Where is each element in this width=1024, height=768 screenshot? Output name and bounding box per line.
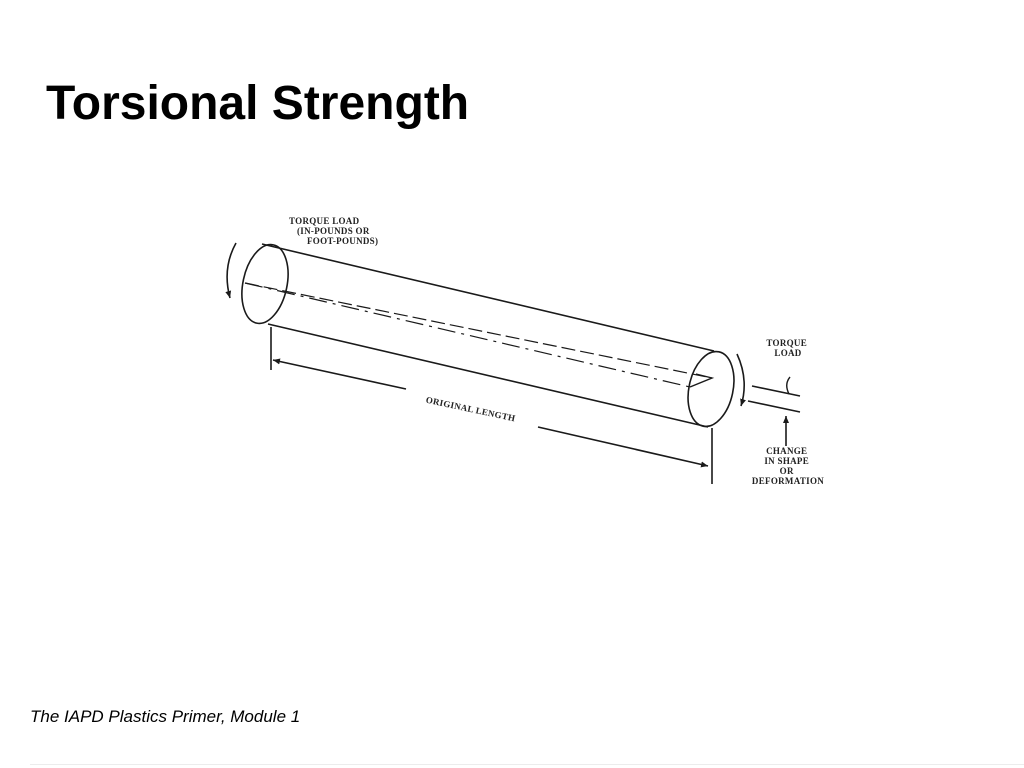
- change-in-shape-label: CHANGE IN SHAPE OR DEFORMATION: [752, 446, 824, 486]
- deformation-line-upper: [751, 385, 801, 397]
- right-torque-arrow-icon: [736, 353, 746, 407]
- twist-notch: [689, 373, 715, 388]
- cylinder-bar: [241, 243, 735, 428]
- cylinder-bottom-edge: [267, 323, 709, 428]
- torque-load-left-line-3: FOOT-POUNDS): [307, 236, 378, 246]
- deformation-line-lower: [747, 400, 801, 413]
- change-in-shape-line-4: DEFORMATION: [752, 476, 824, 486]
- cylinder-right-end: [687, 350, 735, 428]
- change-in-shape-line-1: CHANGE: [766, 446, 807, 456]
- twisted-line: [244, 282, 713, 379]
- cylinder-top-edge: [261, 243, 715, 352]
- torque-load-left-line-1: TORQUE LOAD: [289, 216, 360, 226]
- reference-lines: [244, 282, 715, 388]
- dimension-arrow-left-icon: [272, 358, 407, 390]
- torque-load-left-label: TORQUE LOAD (IN-POUNDS OR FOOT-POUNDS): [289, 216, 378, 246]
- deformation-torque-mark-icon: [786, 376, 791, 395]
- original-length-label: ORIGINAL LENGTH: [425, 395, 516, 424]
- torque-load-right-label: TORQUE LOAD: [766, 338, 809, 358]
- original-line: [244, 282, 691, 388]
- dimension-arrow-right-icon: [537, 426, 709, 468]
- cylinder-left-end: [241, 243, 289, 325]
- torque-load-right-line-1: TORQUE: [766, 338, 807, 348]
- slide-title: Torsional Strength: [46, 77, 470, 130]
- change-in-shape-line-3: OR: [780, 466, 794, 476]
- deformation-indicator: [747, 376, 801, 446]
- torque-load-right-line-2: LOAD: [774, 348, 801, 358]
- original-length-dimension: [270, 327, 713, 484]
- bottom-divider: [30, 764, 1024, 765]
- left-torque-arrow-icon: [225, 242, 237, 299]
- change-in-shape-line-2: IN SHAPE: [764, 456, 809, 466]
- slide-footer: The IAPD Plastics Primer, Module 1: [30, 707, 301, 726]
- torque-load-left-line-2: (IN-POUNDS OR: [297, 226, 370, 236]
